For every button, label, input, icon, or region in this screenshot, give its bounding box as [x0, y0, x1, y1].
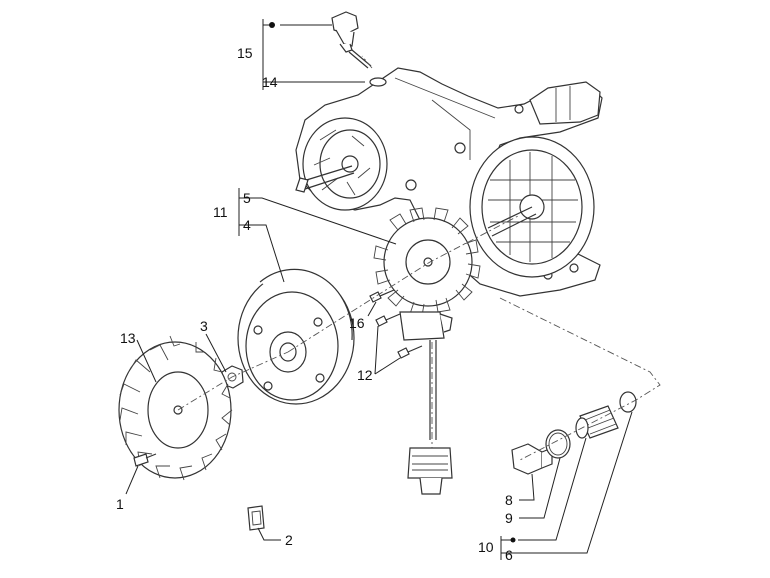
callout-13: 13	[120, 330, 136, 346]
oil-filter	[575, 405, 619, 439]
callout-12: 12	[357, 367, 373, 383]
fan-screw	[133, 453, 157, 467]
callout-6: 6	[505, 547, 513, 563]
callout-10: 10	[478, 539, 494, 555]
wire-connector	[407, 447, 453, 495]
cooling-fan	[118, 335, 233, 481]
stator-screws	[369, 289, 423, 359]
callout-1: 1	[116, 496, 124, 512]
o-ring	[545, 429, 571, 459]
filter-spring	[619, 391, 637, 413]
assembly-lines	[177, 55, 661, 461]
callout-labels: 15 14 5 11 4 13 3 16 12 1 2 8 9 10 6	[116, 45, 513, 563]
callout-11: 11	[213, 204, 228, 220]
callout-2: 2	[285, 532, 293, 548]
callout-4: 4	[243, 217, 251, 233]
callout-16: 16	[349, 315, 365, 331]
callout-3: 3	[200, 318, 208, 334]
callout-9: 9	[505, 510, 513, 526]
dipstick-o-ring	[369, 77, 387, 87]
callout-5: 5	[243, 190, 251, 206]
leader-lines	[125, 19, 633, 560]
stator-housing	[469, 136, 595, 278]
callout-14: 14	[262, 74, 278, 90]
callout-15: 15	[237, 45, 253, 61]
stator	[373, 207, 481, 317]
cable-clip	[247, 505, 265, 531]
dipstick-cap	[331, 11, 372, 69]
pickup-sensor	[399, 311, 453, 440]
clutch-drum	[295, 117, 388, 211]
callout-8: 8	[505, 492, 513, 508]
flywheel-rotor	[237, 268, 355, 405]
